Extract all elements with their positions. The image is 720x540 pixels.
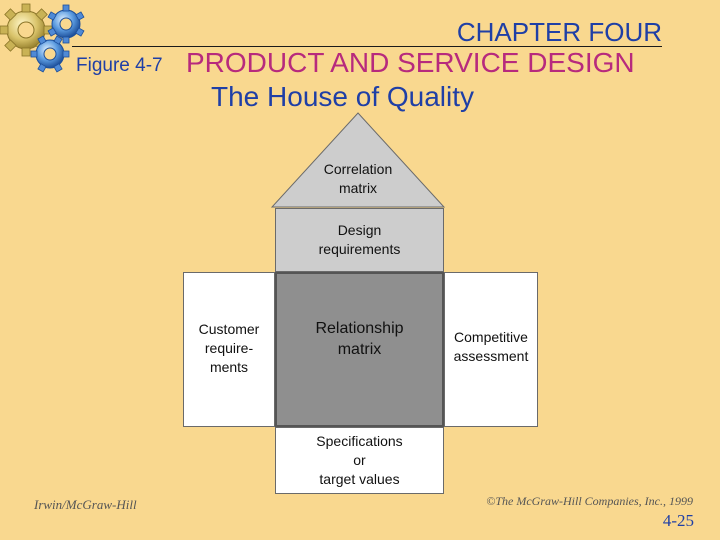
correlation-matrix-roof — [271, 112, 445, 208]
customer-requirements-label: Customer require- ments — [198, 321, 260, 375]
competitive-assessment-label: Competitive assessment — [453, 329, 529, 364]
chapter-title: PRODUCT AND SERVICE DESIGN — [186, 47, 635, 78]
specifications-box: Specifications or target values — [275, 427, 444, 494]
relationship-matrix-label: Relationship matrix — [315, 319, 404, 358]
slide-title: The House of Quality — [211, 81, 475, 112]
publisher-credit: Irwin/McGraw-Hill — [34, 497, 137, 512]
page-number: 4-25 — [662, 511, 694, 530]
figure-label: Figure 4-7 — [76, 55, 163, 76]
relationship-matrix-box: Relationship matrix — [275, 272, 444, 427]
header-rule — [72, 46, 662, 47]
copyright-notice: ©The McGraw-Hill Companies, Inc., 1999 — [486, 494, 693, 508]
specifications-label: Specifications or target values — [316, 433, 403, 487]
customer-requirements-box — [183, 272, 275, 427]
design-requirements-box: Design requirements — [275, 208, 444, 272]
gears-icon — [0, 3, 85, 73]
chapter-heading: CHAPTER FOUR — [456, 17, 662, 47]
design-requirements-label: Design requirements — [318, 222, 401, 257]
competitive-assessment-box — [444, 272, 538, 427]
correlation-matrix-label: Correlation matrix — [323, 161, 393, 196]
